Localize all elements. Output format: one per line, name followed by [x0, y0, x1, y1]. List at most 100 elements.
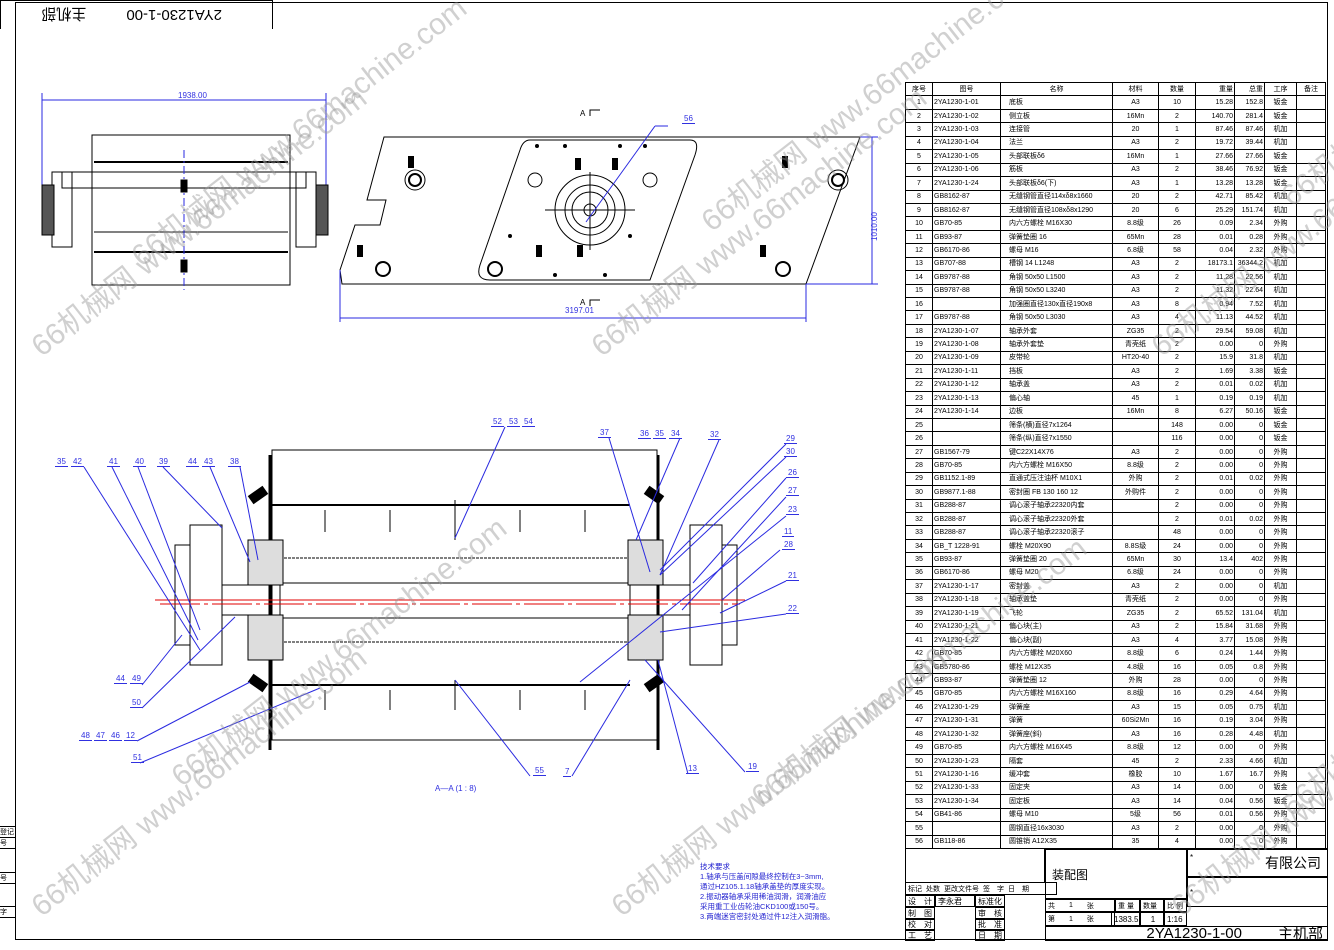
bom-cell: 外购 [1264, 767, 1297, 782]
bom-cell: 2 [1158, 350, 1196, 366]
bom-cell: 35 [905, 552, 933, 567]
bom-cell [1296, 216, 1326, 231]
bom-cell [1296, 310, 1326, 325]
bom-cell: 402 [1234, 552, 1265, 567]
bom-cell: A3 [1112, 444, 1159, 460]
bom-cell: 内六方螺栓 M16X30 [1000, 216, 1113, 231]
scale-value: 1:16 [1164, 912, 1187, 926]
bom-cell: ZG35 [1112, 323, 1159, 339]
bom-cell: 0.01 [1195, 511, 1235, 527]
bom-cell: 16 [1158, 686, 1196, 702]
bom-cell: 39.44 [1234, 135, 1265, 151]
callout-label: 19 [746, 762, 759, 772]
bom-cell: 机加 [1264, 579, 1297, 594]
bom-cell: 53 [905, 794, 933, 809]
bom-cell: 0.00 [1195, 337, 1235, 352]
bom-cell [1296, 726, 1326, 742]
bom-cell: 58 [1158, 243, 1196, 258]
bom-cell [1296, 323, 1326, 339]
bom-cell: A3 [1112, 135, 1159, 151]
bom-cell: 机加 [1264, 700, 1297, 715]
sheet-total-value: 1 [1069, 902, 1073, 909]
bom-cell: 外购 [1264, 632, 1297, 648]
role-label: 批 准 [975, 919, 1005, 930]
bom-cell: 11 [905, 229, 933, 245]
bom-cell: 20 [1112, 202, 1159, 218]
bom-cell: 2 [1158, 821, 1196, 836]
tech-line: 1.轴承与压盖间隙最终控制在3~3mm, [700, 872, 824, 881]
bom-cell: 0 [1234, 458, 1265, 473]
bom-cell: 螺栓 M12X35 [1000, 659, 1113, 675]
bom-cell: 外购 [1264, 673, 1297, 688]
bom-cell: 65.52 [1195, 606, 1235, 621]
bom-cell: 0.00 [1195, 431, 1235, 446]
bom-cell: 39 [905, 606, 933, 621]
revision-area [905, 849, 1045, 883]
bom-header: 名称 [1000, 81, 1113, 97]
bom-cell [1296, 538, 1326, 554]
bom-cell: 24 [1158, 538, 1196, 554]
bom-cell: 角钢 50x50 L3030 [1000, 310, 1113, 325]
bom-cell: 10 [1158, 767, 1196, 782]
bom-cell: 16.7 [1234, 767, 1265, 782]
bom-cell [1296, 471, 1326, 487]
bom-cell: 116 [1158, 431, 1196, 446]
bom-cell: 外购 [1264, 619, 1297, 634]
bom-cell: 钣金 [1264, 780, 1297, 796]
bom-cell: 固定板 [1000, 794, 1113, 809]
part-name: 主机部 [1277, 926, 1323, 941]
bom-cell [1296, 713, 1326, 729]
bom-header: 总重 [1234, 81, 1265, 97]
bom-cell: 外购 [1264, 565, 1297, 581]
bom-cell: 0.28 [1195, 726, 1235, 742]
bom-cell: 2 [1158, 511, 1196, 527]
bom-header: 序号 [905, 81, 933, 97]
bom-header-row: 序号 图号 名称 材料 数量 重量 总重 工序 备注 [905, 81, 1326, 97]
bom-cell: 机加 [1264, 377, 1297, 393]
bom-cell: 偏心块(副) [1000, 632, 1113, 648]
bom-cell: 85.42 [1234, 189, 1265, 204]
bom-cell: 1 [905, 95, 933, 110]
bom-cell: 2 [1158, 256, 1196, 272]
bom-header: 图号 [932, 81, 1001, 97]
callout-label: 35 [55, 457, 68, 467]
bom-cell: ZG35 [1112, 606, 1159, 621]
bom-cell: 外购 [1112, 673, 1159, 688]
bom-cell: 青壳纸 [1112, 337, 1159, 352]
callout-label: 41 [107, 457, 120, 467]
bom-cell: GB93-87 [932, 229, 1001, 245]
bom-cell: 2 [1158, 162, 1196, 178]
bom-cell: 0.00 [1195, 458, 1235, 473]
bom-cell: 2YA1230-1-11 [932, 364, 1001, 379]
bom-cell: 0.05 [1195, 659, 1235, 675]
callout-label: 40 [133, 457, 146, 467]
bom-header: 重量 [1195, 81, 1235, 97]
rev-header: 标记 [908, 885, 922, 893]
callout-label: 30 [784, 447, 797, 457]
bom-cell: 筛条(纵)直径7x1550 [1000, 431, 1113, 446]
bom-cell: 45 [1112, 753, 1159, 769]
bom-cell: 17 [905, 310, 933, 325]
bom-cell: 2YA1230-1-31 [932, 713, 1001, 729]
bom-cell: 螺母 M16 [1000, 243, 1113, 258]
bom-cell: 2YA1230-1-07 [932, 323, 1001, 339]
bom-cell [1296, 606, 1326, 621]
bom-cell [1296, 821, 1326, 836]
bom-cell [1296, 767, 1326, 782]
bom-cell: 机加 [1264, 202, 1297, 218]
bom-cell: GB9787-88 [932, 283, 1001, 299]
designer-name: 李永君 [935, 895, 975, 907]
bom-cell: GB1567-79 [932, 444, 1001, 460]
bom-cell: 2 [1158, 485, 1196, 500]
bom-cell: 4 [1158, 632, 1196, 648]
bom-cell [932, 417, 1001, 433]
bom-cell: 槽钢 14 L1248 [1000, 256, 1113, 272]
bom-cell [1296, 565, 1326, 581]
callout-label: 27 [786, 486, 799, 496]
